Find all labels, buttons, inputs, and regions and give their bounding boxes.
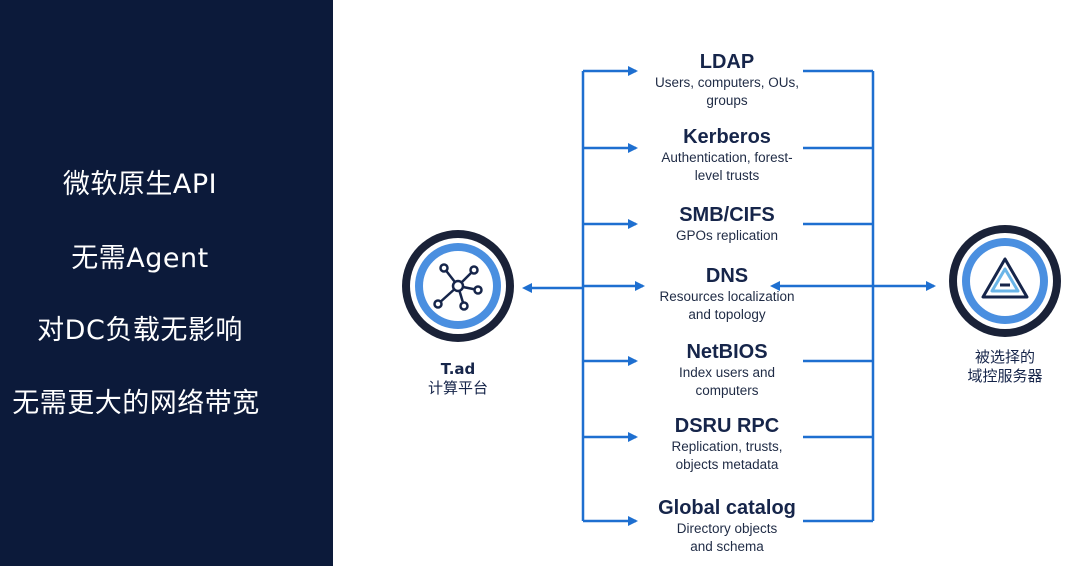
dc-label-line1: 被选择的 [974, 348, 1035, 366]
protocol-dsru: DSRU RPC Replication, trusts, objects me… [632, 415, 822, 474]
feature-native-api: 微软原生API [62, 169, 218, 200]
protocol-global-catalog: Global catalog Directory objects and sch… [627, 497, 827, 556]
protocol-desc: level trusts [694, 168, 760, 183]
feature-no-agent: 无需Agent [71, 243, 209, 274]
protocol-desc: Users, computers, OUs, [654, 75, 800, 90]
tad-subtitle: 计算平台 [427, 379, 488, 397]
protocol-name: LDAP [699, 51, 755, 73]
feature-no-bandwidth: 无需更大的网络带宽 [12, 388, 260, 419]
protocol-desc: Index users and [678, 365, 776, 380]
dc-label: 被选择的 域控服务器 [950, 348, 1060, 386]
protocol-desc: groups [706, 93, 748, 108]
protocol-dns: DNS Resources localization and topology [627, 265, 827, 324]
dc-label-line2: 域控服务器 [967, 367, 1043, 385]
protocol-name: DNS [705, 265, 749, 287]
protocol-desc: GPOs replication [675, 228, 779, 243]
protocol-desc: and topology [688, 307, 766, 322]
protocol-netbios: NetBIOS Index users and computers [632, 341, 822, 400]
protocol-desc: Resources localization [659, 289, 795, 304]
protocol-desc: and schema [690, 539, 764, 554]
protocol-desc: Replication, trusts, [671, 439, 783, 454]
feature-no-dc-load: 对DC负载无影响 [37, 315, 243, 346]
protocol-desc: objects metadata [675, 457, 779, 472]
protocol-desc: computers [695, 383, 759, 398]
dc-node [949, 225, 1061, 337]
protocol-kerberos: Kerberos Authentication, forest- level t… [632, 126, 822, 185]
network-hub-icon [433, 263, 483, 311]
triangle-logo-icon [981, 257, 1029, 299]
left-panel: 微软原生API 无需Agent 对DC负载无影响 无需更大的网络带宽 [0, 0, 333, 566]
tad-label: T.ad 计算平台 [408, 360, 508, 398]
tad-name: T.ad [440, 360, 476, 378]
protocol-name: Kerberos [683, 126, 771, 148]
protocol-desc: Directory objects [676, 521, 778, 536]
protocol-name: NetBIOS [686, 341, 768, 363]
protocol-name: Global catalog [658, 497, 796, 519]
protocol-name: DSRU RPC [674, 415, 780, 437]
protocol-smb: SMB/CIFS GPOs replication [632, 204, 822, 245]
tad-node [402, 230, 514, 342]
protocol-ldap: LDAP Users, computers, OUs, groups [632, 51, 822, 110]
protocol-desc: Authentication, forest- [661, 150, 793, 165]
protocol-name: SMB/CIFS [679, 204, 775, 226]
